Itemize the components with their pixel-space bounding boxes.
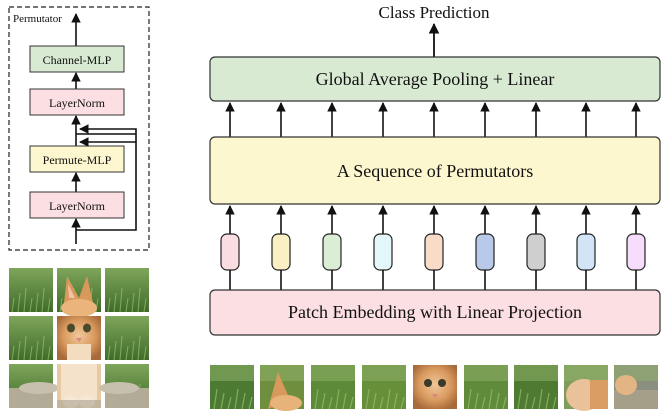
token-row: [220, 233, 646, 271]
patch-6: [514, 365, 558, 410]
patch-7: [564, 365, 608, 411]
head-block-label: Global Average Pooling + Linear: [316, 69, 555, 89]
grid-cell-0-0: [9, 268, 53, 313]
permutator-sequence-block: [209, 136, 661, 205]
patch-5: [464, 365, 508, 410]
patch-4: [413, 365, 457, 409]
embedding-block: [209, 289, 661, 336]
inset-layernorm-bottom-label: LayerNorm: [49, 199, 106, 213]
patch-row: [210, 365, 658, 411]
token-1: [271, 233, 291, 271]
grid-cell-2-1: [57, 364, 101, 409]
inset-channel-mlp-block: [29, 45, 125, 73]
arrows-to-tokens: [229, 270, 637, 290]
class-prediction-label: Class Prediction: [379, 3, 490, 22]
permutator-inset: Permutator Channel-MLP LayerNorm Permute…: [8, 6, 150, 251]
token-8: [626, 233, 646, 271]
permutator-title: Permutator: [13, 13, 62, 25]
inset-permute-mlp-block: [29, 145, 125, 173]
arrows-to-sequence: [225, 205, 641, 234]
permutator-sequence-label: A Sequence of Permutators: [337, 161, 533, 181]
main-pipeline: Class Prediction Global Average Pooling …: [209, 3, 661, 411]
grid-cell-1-2: [105, 316, 149, 361]
inset-layernorm-top-block: [29, 88, 125, 116]
token-7: [576, 233, 596, 271]
grid-cell-2-2: [99, 364, 149, 409]
head-block: [209, 56, 661, 102]
patch-1: [260, 365, 304, 411]
token-6: [526, 233, 546, 271]
inset-layernorm-top-label: LayerNorm: [49, 96, 106, 110]
arrows-to-head: [225, 102, 641, 137]
token-5: [475, 233, 495, 271]
inset-skip-connection-1: [76, 137, 137, 231]
patch-3: [362, 365, 406, 410]
patch-2: [311, 365, 355, 410]
grid-cell-0-2: [105, 268, 149, 313]
inset-layernorm-bottom-block: [29, 191, 125, 219]
patch-8: [614, 365, 658, 409]
token-3: [373, 233, 393, 271]
patch-0: [210, 365, 254, 410]
grid-cell-2-0: [9, 364, 59, 409]
token-0: [220, 233, 240, 271]
grid-cell-1-0: [9, 316, 53, 361]
embedding-block-label: Patch Embedding with Linear Projection: [288, 302, 582, 322]
grid-cell-1-1: [57, 316, 101, 361]
inset-channel-mlp-label: Channel-MLP: [43, 53, 112, 67]
inset-skip-connection-2: [76, 129, 137, 142]
grid-cell-0-1: [57, 268, 101, 317]
token-2: [322, 233, 342, 271]
token-4: [424, 233, 444, 271]
inset-permute-mlp-label: Permute-MLP: [43, 153, 112, 167]
permutator-dashed-frame: [8, 6, 150, 251]
split-image-grid: [9, 268, 149, 409]
